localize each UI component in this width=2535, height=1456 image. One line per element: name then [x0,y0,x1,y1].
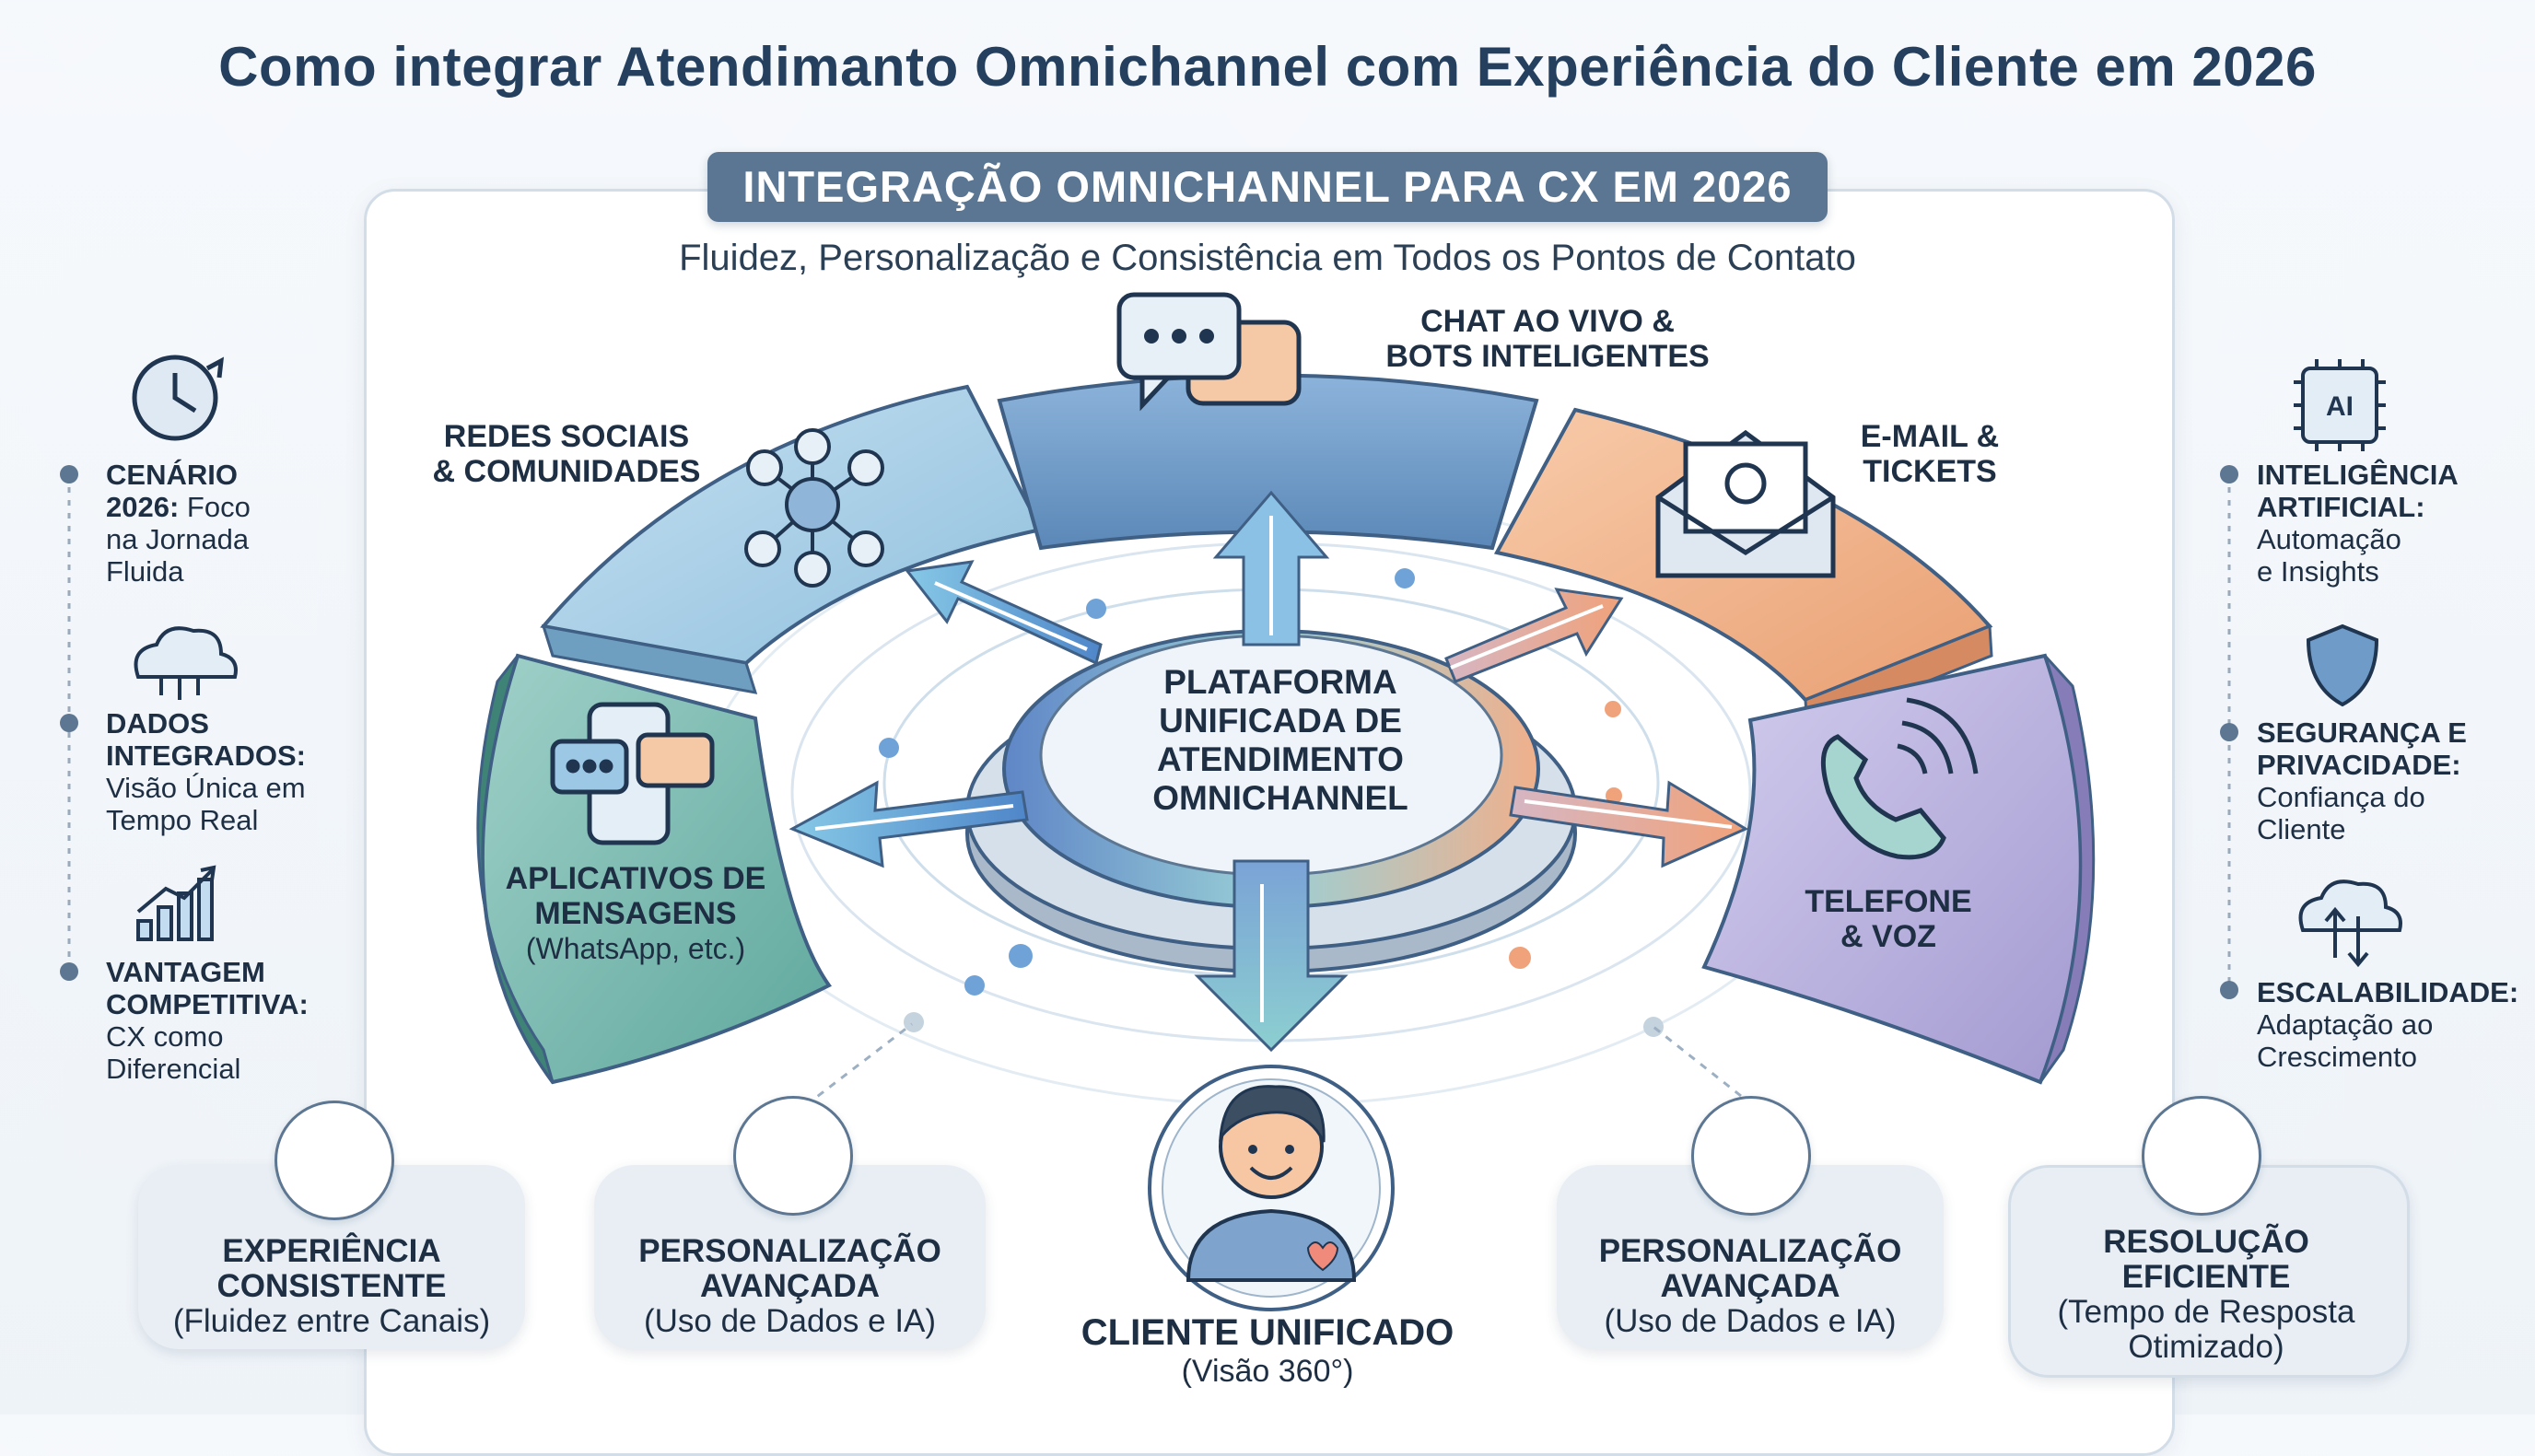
arrow-to-messaging [789,780,1029,868]
cloud-sync-icon [2298,879,2402,968]
messaging-label-line1: APLICATIVOS DE [505,861,766,896]
left-item-vantagem-title2: COMPETITIVA: [106,988,309,1020]
card-personalizacao-left-sub: (Uso de Dados e IA) [643,1303,937,1339]
social-label-line2: & COMUNIDADES [432,454,701,489]
messaging-label-line3: (WhatsApp, etc.) [525,932,746,965]
chat-label-line2: BOTS INTELIGENTES [1385,339,1710,374]
left-item-vantagem-title: VANTAGEM [106,956,265,988]
messaging-label-line2: MENSAGENS [534,896,737,931]
card-experiencia-title: EXPERIÊNCIA [222,1233,441,1269]
right-item-seguranca-text: Confiança do [2257,781,2425,813]
right-item-escalabilidade-title: ESCALABILIDADE: [2257,976,2519,1008]
clock-refresh-icon [132,355,225,441]
right-item-ia-title: INTELIGÊNCIA [2257,459,2459,491]
email-label-line1: E-MAIL & [1860,419,2000,454]
chat-label-line1: CHAT AO VIVO & [1420,304,1675,339]
right-item-ia-title2: ARTIFICIAL: [2257,491,2425,523]
hub-label: PLATAFORMA UNIFICADA DE ATENDIMENTO OMNI… [1096,663,1465,818]
left-item-cenario-title: CENÁRIO [106,459,238,491]
right-item-ia-text2: e Insights [2257,555,2379,588]
card-resolucao-sub: (Tempo de Resposta [2057,1294,2355,1330]
arrow-to-customer [1194,859,1349,1053]
left-item-dados-title: DADOS [106,707,209,740]
left-item-vantagem-text2: Diferencial [106,1053,241,1085]
phone-icon [1820,697,1979,860]
left-item-cenario-text: Foco [186,491,251,523]
card-personalizacao-right-title2: AVANÇADA [1660,1268,1840,1304]
email-label-line2: TICKETS [1863,454,1997,489]
chat-label: CHAT AO VIVO & BOTS INTELIGENTES [1336,304,1759,374]
social-network-icon [744,428,884,588]
left-item-cenario-text3: Fluida [106,555,184,588]
ai-chip-label: AI [2326,391,2354,422]
right-item-seguranca-text2: Cliente [2257,813,2346,845]
phone-label-line1: TELEFONE [1805,884,1972,919]
left-item-dados: DADOS INTEGRADOS: Visão Única em Tempo R… [106,707,336,836]
growth-chart-icon [136,865,216,941]
social-label-line1: REDES SOCIAIS [443,419,690,454]
card-personalizacao-right-icon-circle [1691,1096,1811,1216]
left-item-cenario-title2: 2026: [106,491,180,523]
card-resolucao-title2: EFICIENTE [2121,1259,2291,1295]
card-resolucao-title: RESOLUÇÃO [2103,1224,2309,1260]
left-item-dados-text2: Tempo Real [106,804,259,836]
phone-label: TELEFONE & VOZ [1778,884,1999,954]
smartphone-messages-icon [550,702,715,845]
omnichannel-diagram: AI [60,292,2402,1311]
arrow-to-phone [1509,780,1749,868]
hub-line-2: UNIFICADA DE [1159,702,1402,740]
card-personalizacao-left-title: PERSONALIZAÇÃO [638,1233,941,1269]
email-label: E-MAIL & TICKETS [1828,419,2031,489]
left-item-dados-title2: INTEGRADOS: [106,740,306,772]
email-envelope-icon [1655,429,1836,578]
card-resolucao-sub2: Otimizado) [2128,1329,2284,1365]
right-item-seguranca: SEGURANÇA E PRIVACIDADE: Confiança do Cl… [2257,716,2524,845]
card-resolucao-text: RESOLUÇÃO EFICIENTE (Tempo de Resposta O… [2022,1225,2390,1365]
page-title: Como integrar Atendimanto Omnichannel co… [218,36,2317,98]
card-personalizacao-left-title2: AVANÇADA [699,1268,881,1304]
right-item-escalabilidade-text2: Crescimento [2257,1041,2417,1073]
left-item-dados-text: Visão Única em [106,772,306,804]
right-item-seguranca-title2: PRIVACIDADE: [2257,749,2461,781]
cloud-icon [134,626,238,700]
social-label: REDES SOCIAIS & COMUNIDADES [405,419,728,489]
right-item-ia: INTELIGÊNCIA ARTIFICIAL: Automação e Ins… [2257,459,2524,588]
ai-chip-icon [2294,359,2386,451]
card-personalizacao-right-sub: (Uso de Dados e IA) [1604,1303,1897,1339]
left-item-vantagem-text: CX como [106,1020,224,1053]
left-item-vantagem: VANTAGEM COMPETITIVA: CX como Diferencia… [106,956,336,1085]
banner: INTEGRAÇÃO OMNICHANNEL PARA CX EM 2026 [707,152,1828,222]
card-experiencia-sub: (Fluidez entre Canais) [172,1303,491,1339]
chat-bubbles-icon [1116,292,1302,412]
right-item-seguranca-title: SEGURANÇA E [2257,716,2467,749]
hub-line-1: PLATAFORMA [1163,663,1397,701]
card-personalizacao-left-icon-circle [733,1096,853,1216]
subtitle: Fluidez, Personalização e Consistência e… [679,238,1856,278]
hub-line-3: ATENDIMENTO [1157,740,1404,778]
shield-icon [2306,623,2379,707]
hub-line-4: OMNICHANNEL [1152,779,1408,817]
left-item-cenario-text2: na Jornada [106,523,250,555]
phone-segment [1701,653,2083,1085]
card-experiencia-text: EXPERIÊNCIA CONSISTENTE (Fluidez entre C… [157,1234,507,1339]
customer-subtitle: (Visão 360°) [1181,1354,1354,1389]
card-personalizacao-left-text: PERSONALIZAÇÃO AVANÇADA (Uso de Dados e … [608,1234,972,1339]
left-item-cenario: CENÁRIO 2026: Foco na Jornada Fluida [106,459,336,588]
right-item-escalabilidade: ESCALABILIDADE: Adaptação ao Crescimento [2257,976,2524,1073]
card-resolucao-icon-circle [2142,1096,2261,1216]
card-personalizacao-right-text: PERSONALIZAÇÃO AVANÇADA (Uso de Dados e … [1571,1234,1930,1339]
messaging-label: APLICATIVOS DE MENSAGENS (WhatsApp, etc.… [479,861,792,966]
phone-label-line2: & VOZ [1840,919,1936,954]
card-personalizacao-right-title: PERSONALIZAÇÃO [1598,1233,1902,1269]
card-experiencia-title2: CONSISTENTE [216,1268,447,1304]
card-experiencia-icon-circle [275,1101,394,1220]
right-item-escalabilidade-text: Adaptação ao [2257,1008,2434,1041]
right-item-ia-text: Automação [2257,523,2401,555]
customer-avatar-icon [1186,1085,1357,1282]
customer-title: CLIENTE UNIFICADO [1081,1312,1454,1353]
